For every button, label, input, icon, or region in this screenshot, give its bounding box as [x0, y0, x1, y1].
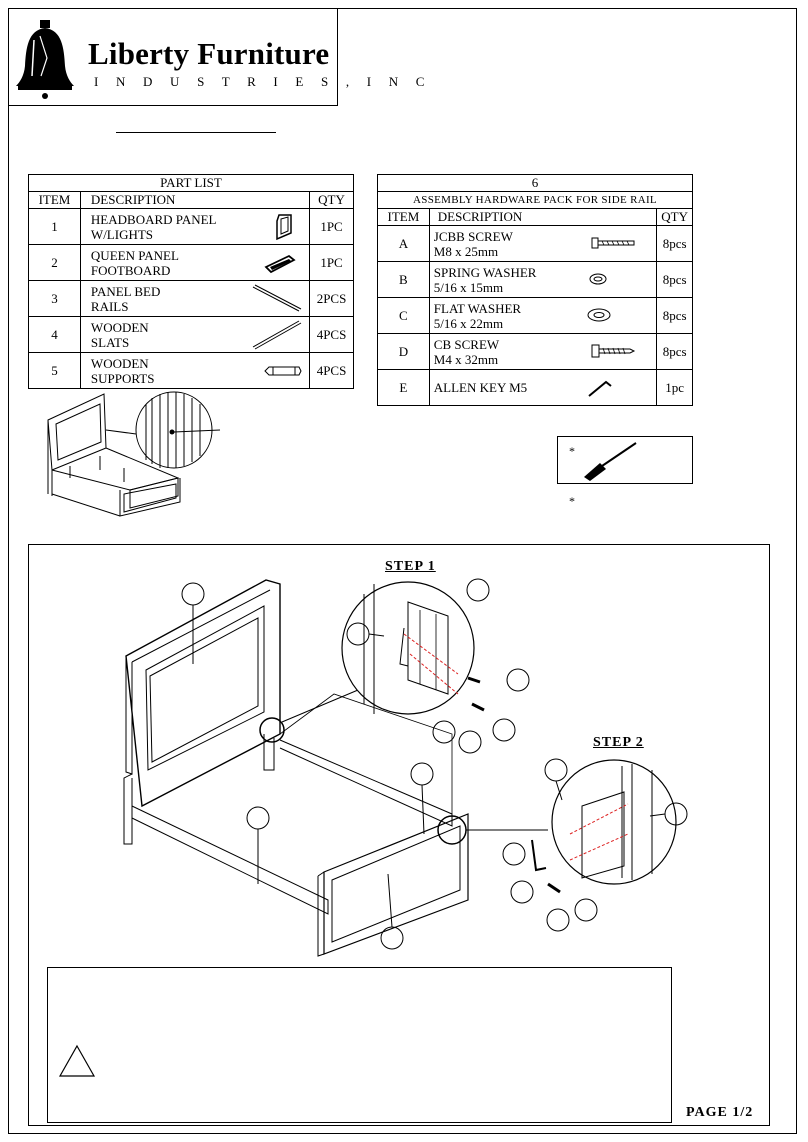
part-row: 4 WOODEN SLATS 4PCS — [28, 316, 354, 353]
hardware-description: SPRING WASHER — [433, 264, 537, 280]
page-number: PAGE 1/2 — [686, 1105, 754, 1120]
col-header-qty: QTY — [309, 191, 354, 209]
part-description: W/LIGHTS — [90, 226, 154, 242]
part-description: QUEEN PANEL — [90, 247, 179, 263]
jcbb-screw-icon — [591, 237, 635, 249]
hardware-description: M4 x 32mm — [433, 351, 499, 367]
brand-subtitle: I N D U S T R I E S , I N C — [94, 74, 432, 89]
part-description: HEADBOARD PANEL — [90, 211, 217, 227]
part-item-number: 4 — [28, 316, 81, 353]
hardware-pack-title: ASSEMBLY HARDWARE PACK FOR SIDE RAIL — [377, 191, 693, 209]
bed-assembly-diagram — [123, 578, 688, 957]
part-qty: 1PC — [309, 244, 354, 281]
part-qty: 4PCS — [309, 352, 354, 389]
slat-icon — [252, 320, 302, 350]
hardware-item-letter: A — [377, 225, 430, 262]
part-row: 1 HEADBOARD PANEL W/LIGHTS 1PC — [28, 208, 354, 245]
hardware-description: ALLEN KEY M5 — [433, 380, 528, 395]
brand-name: Liberty Furniture — [88, 36, 330, 71]
col-header-qty: QTY — [656, 208, 693, 226]
part-row: 2 QUEEN PANEL FOOTBOARD 1PC — [28, 244, 354, 281]
hardware-row: A JCBB SCREW M8 x 25mm 8pcs — [377, 225, 693, 262]
part-list-title: PART LIST — [28, 174, 354, 192]
hardware-row: E ALLEN KEY M5 1pc — [377, 369, 693, 406]
step-1-label: STEP 1 — [385, 559, 436, 574]
hardware-row: B SPRING WASHER 5/16 x 15mm 8pcs — [377, 261, 693, 298]
flat-washer-icon — [587, 308, 611, 322]
hardware-item-letter: B — [377, 261, 430, 298]
allen-key-icon — [588, 380, 612, 397]
screwdriver-icon — [584, 442, 637, 481]
part-description: SUPPORTS — [90, 370, 155, 386]
hardware-qty: 8pcs — [656, 225, 693, 262]
headboard-icon — [276, 214, 292, 241]
col-header-description: DESCRIPTION — [79, 191, 311, 209]
page-frame — [8, 8, 797, 1134]
step-2-label: STEP 2 — [593, 735, 644, 750]
col-header-item: ITEM — [28, 191, 81, 209]
part-description: SLATS — [90, 334, 130, 350]
col-header-item: ITEM — [377, 208, 430, 226]
part-item-number: 1 — [28, 208, 81, 245]
hardware-description: JCBB SCREW — [433, 228, 513, 244]
hardware-qty: 8pcs — [656, 297, 693, 334]
tools-box — [557, 436, 693, 484]
bed-overview-illustration — [47, 391, 221, 517]
part-qty: 1PC — [309, 208, 354, 245]
part-qty: 4PCS — [309, 316, 354, 353]
hardware-row: C FLAT WASHER 5/16 x 22mm 8pcs — [377, 297, 693, 334]
part-row: 3 PANEL BED RAILS 2PCS — [28, 280, 354, 317]
part-description: WOODEN — [90, 355, 149, 371]
hardware-description: CB SCREW — [433, 336, 500, 352]
part-qty: 2PCS — [309, 280, 354, 317]
logo-box: Liberty Furniture I N D U S T R I E S , … — [8, 8, 424, 106]
part-description: PANEL BED — [90, 283, 161, 299]
cb-screw-icon — [591, 344, 636, 358]
notes-box — [47, 967, 672, 1123]
hardware-description: 5/16 x 15mm — [433, 279, 504, 295]
hardware-item-letter: E — [377, 369, 430, 406]
assembly-steps-panel — [28, 544, 770, 1126]
hardware-table: 6 ASSEMBLY HARDWARE PACK FOR SIDE RAIL I… — [377, 174, 693, 406]
hardware-row: D CB SCREW M4 x 32mm 8pcs — [377, 333, 693, 370]
hardware-qty: 8pcs — [656, 261, 693, 298]
title-underline — [116, 132, 276, 133]
spring-washer-icon — [589, 273, 607, 285]
part-list-table: PART LIST ITEM DESCRIPTION QTY 1 HEADBOA… — [28, 174, 354, 389]
support-icon — [264, 366, 302, 376]
hardware-description: FLAT WASHER — [433, 300, 522, 316]
hardware-description: M8 x 25mm — [433, 243, 499, 259]
col-header-description: DESCRIPTION — [428, 208, 658, 226]
part-description: WOODEN — [90, 319, 149, 335]
hardware-qty: 1pc — [656, 369, 693, 406]
hardware-description: 5/16 x 22mm — [433, 315, 504, 331]
part-row: 5 WOODEN SUPPORTS 4PCS — [28, 352, 354, 389]
warning-triangle-icon — [58, 1044, 96, 1077]
part-item-number: 2 — [28, 244, 81, 281]
hardware-item-letter: D — [377, 333, 430, 370]
footboard-icon — [264, 254, 296, 274]
part-item-number: 5 — [28, 352, 81, 389]
hardware-item-letter: C — [377, 297, 430, 334]
rail-icon — [252, 284, 302, 312]
part-item-number: 3 — [28, 280, 81, 317]
part-description: RAILS — [90, 298, 129, 314]
hardware-pack-number: 6 — [377, 174, 693, 192]
part-description: FOOTBOARD — [90, 262, 171, 278]
hardware-qty: 8pcs — [656, 333, 693, 370]
liberty-bell-logo-icon — [16, 20, 74, 99]
tool-note-star: * — [569, 444, 575, 458]
tool-note-star: * — [569, 494, 575, 508]
